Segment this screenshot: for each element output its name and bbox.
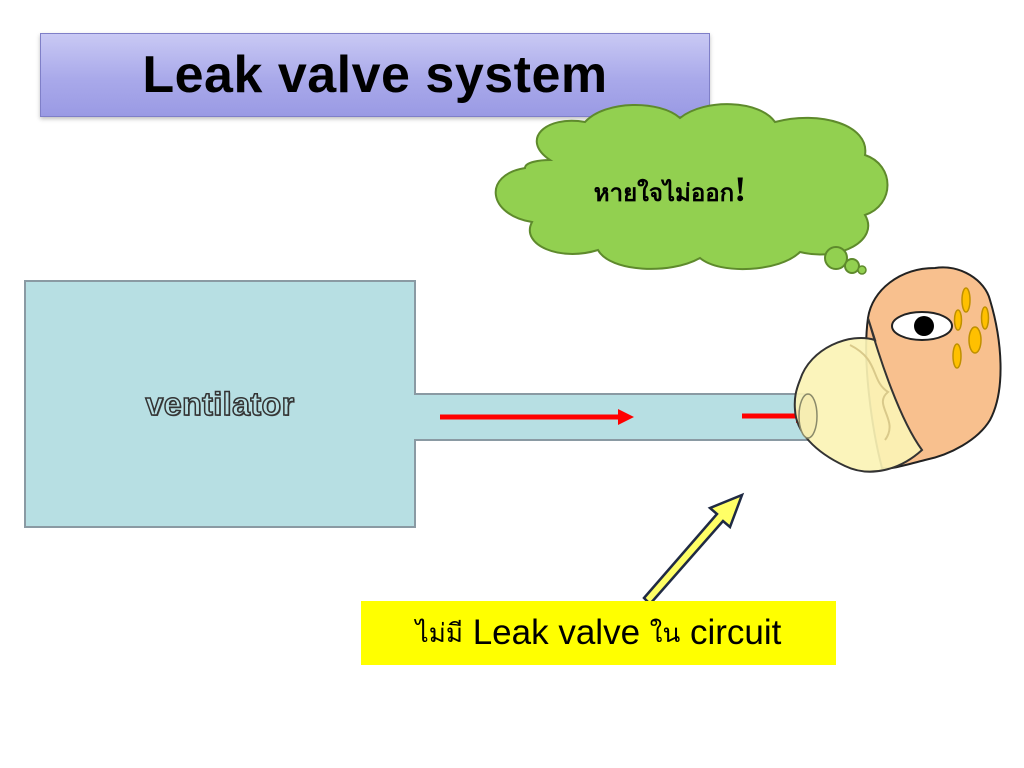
thought-exclamation: ! bbox=[734, 169, 747, 209]
thought-text-thai: หายใจไม่ออก bbox=[593, 178, 735, 207]
breathing-circuit-tube bbox=[414, 393, 810, 441]
thought-text: หายใจไม่ออก! bbox=[545, 168, 795, 212]
ventilator-box: ventilator bbox=[24, 280, 416, 528]
mask-shape bbox=[793, 317, 924, 473]
callout-connector: ใน bbox=[649, 618, 681, 649]
sweat-drops-icon bbox=[952, 287, 990, 369]
patient-face-icon bbox=[865, 266, 1002, 470]
mask-seam bbox=[849, 344, 891, 441]
slide-title: Leak valve system bbox=[142, 46, 608, 104]
callout-label: ไม่มี Leak valve ใน circuit bbox=[361, 601, 836, 665]
callout-suffix: circuit bbox=[680, 613, 782, 652]
pointer-arrow-icon bbox=[642, 492, 745, 606]
eye-white bbox=[891, 311, 953, 341]
ventilator-label: ventilator bbox=[145, 385, 295, 423]
callout-middle: Leak valve bbox=[462, 613, 650, 652]
face-mask-icon bbox=[793, 317, 924, 473]
thought-dot-large bbox=[824, 246, 848, 270]
callout-prefix: ไม่มี bbox=[415, 618, 463, 649]
face-shape bbox=[865, 266, 1002, 470]
title-box: Leak valve system bbox=[40, 33, 710, 117]
thought-dot-small bbox=[857, 265, 867, 275]
thought-dot-medium bbox=[844, 258, 860, 274]
eye-pupil bbox=[914, 316, 934, 336]
